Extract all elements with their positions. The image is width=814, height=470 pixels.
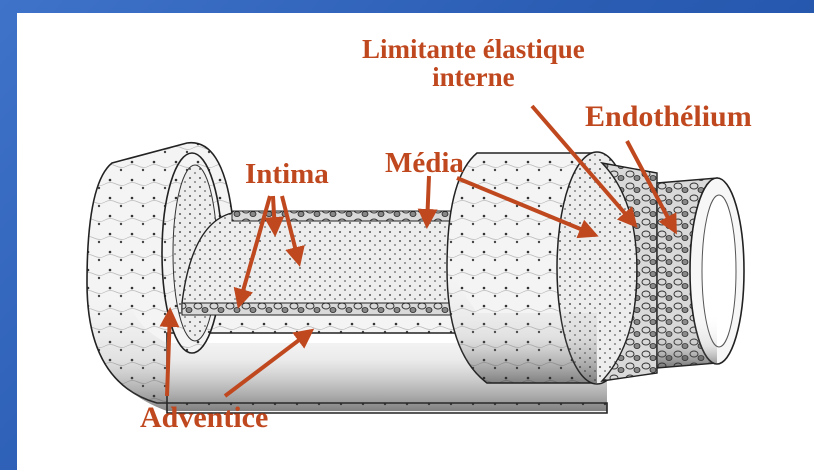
label-endothelium: Endothélium xyxy=(585,101,752,133)
arrow-media-1 xyxy=(427,176,429,225)
endothelium-layer xyxy=(657,178,744,368)
diagram-canvas: Limitante élastique interne Endothélium … xyxy=(17,13,814,470)
intima-layer xyxy=(182,211,457,315)
label-limitante-line2: interne xyxy=(362,63,585,91)
label-adventice: Adventice xyxy=(140,402,268,434)
label-limitante-line1: Limitante élastique xyxy=(362,35,585,63)
arrow-intima-2 xyxy=(273,196,275,233)
label-intima: Intima xyxy=(245,159,329,189)
label-limitante-elastique-interne: Limitante élastique interne xyxy=(362,35,585,92)
label-media: Média xyxy=(385,148,464,178)
